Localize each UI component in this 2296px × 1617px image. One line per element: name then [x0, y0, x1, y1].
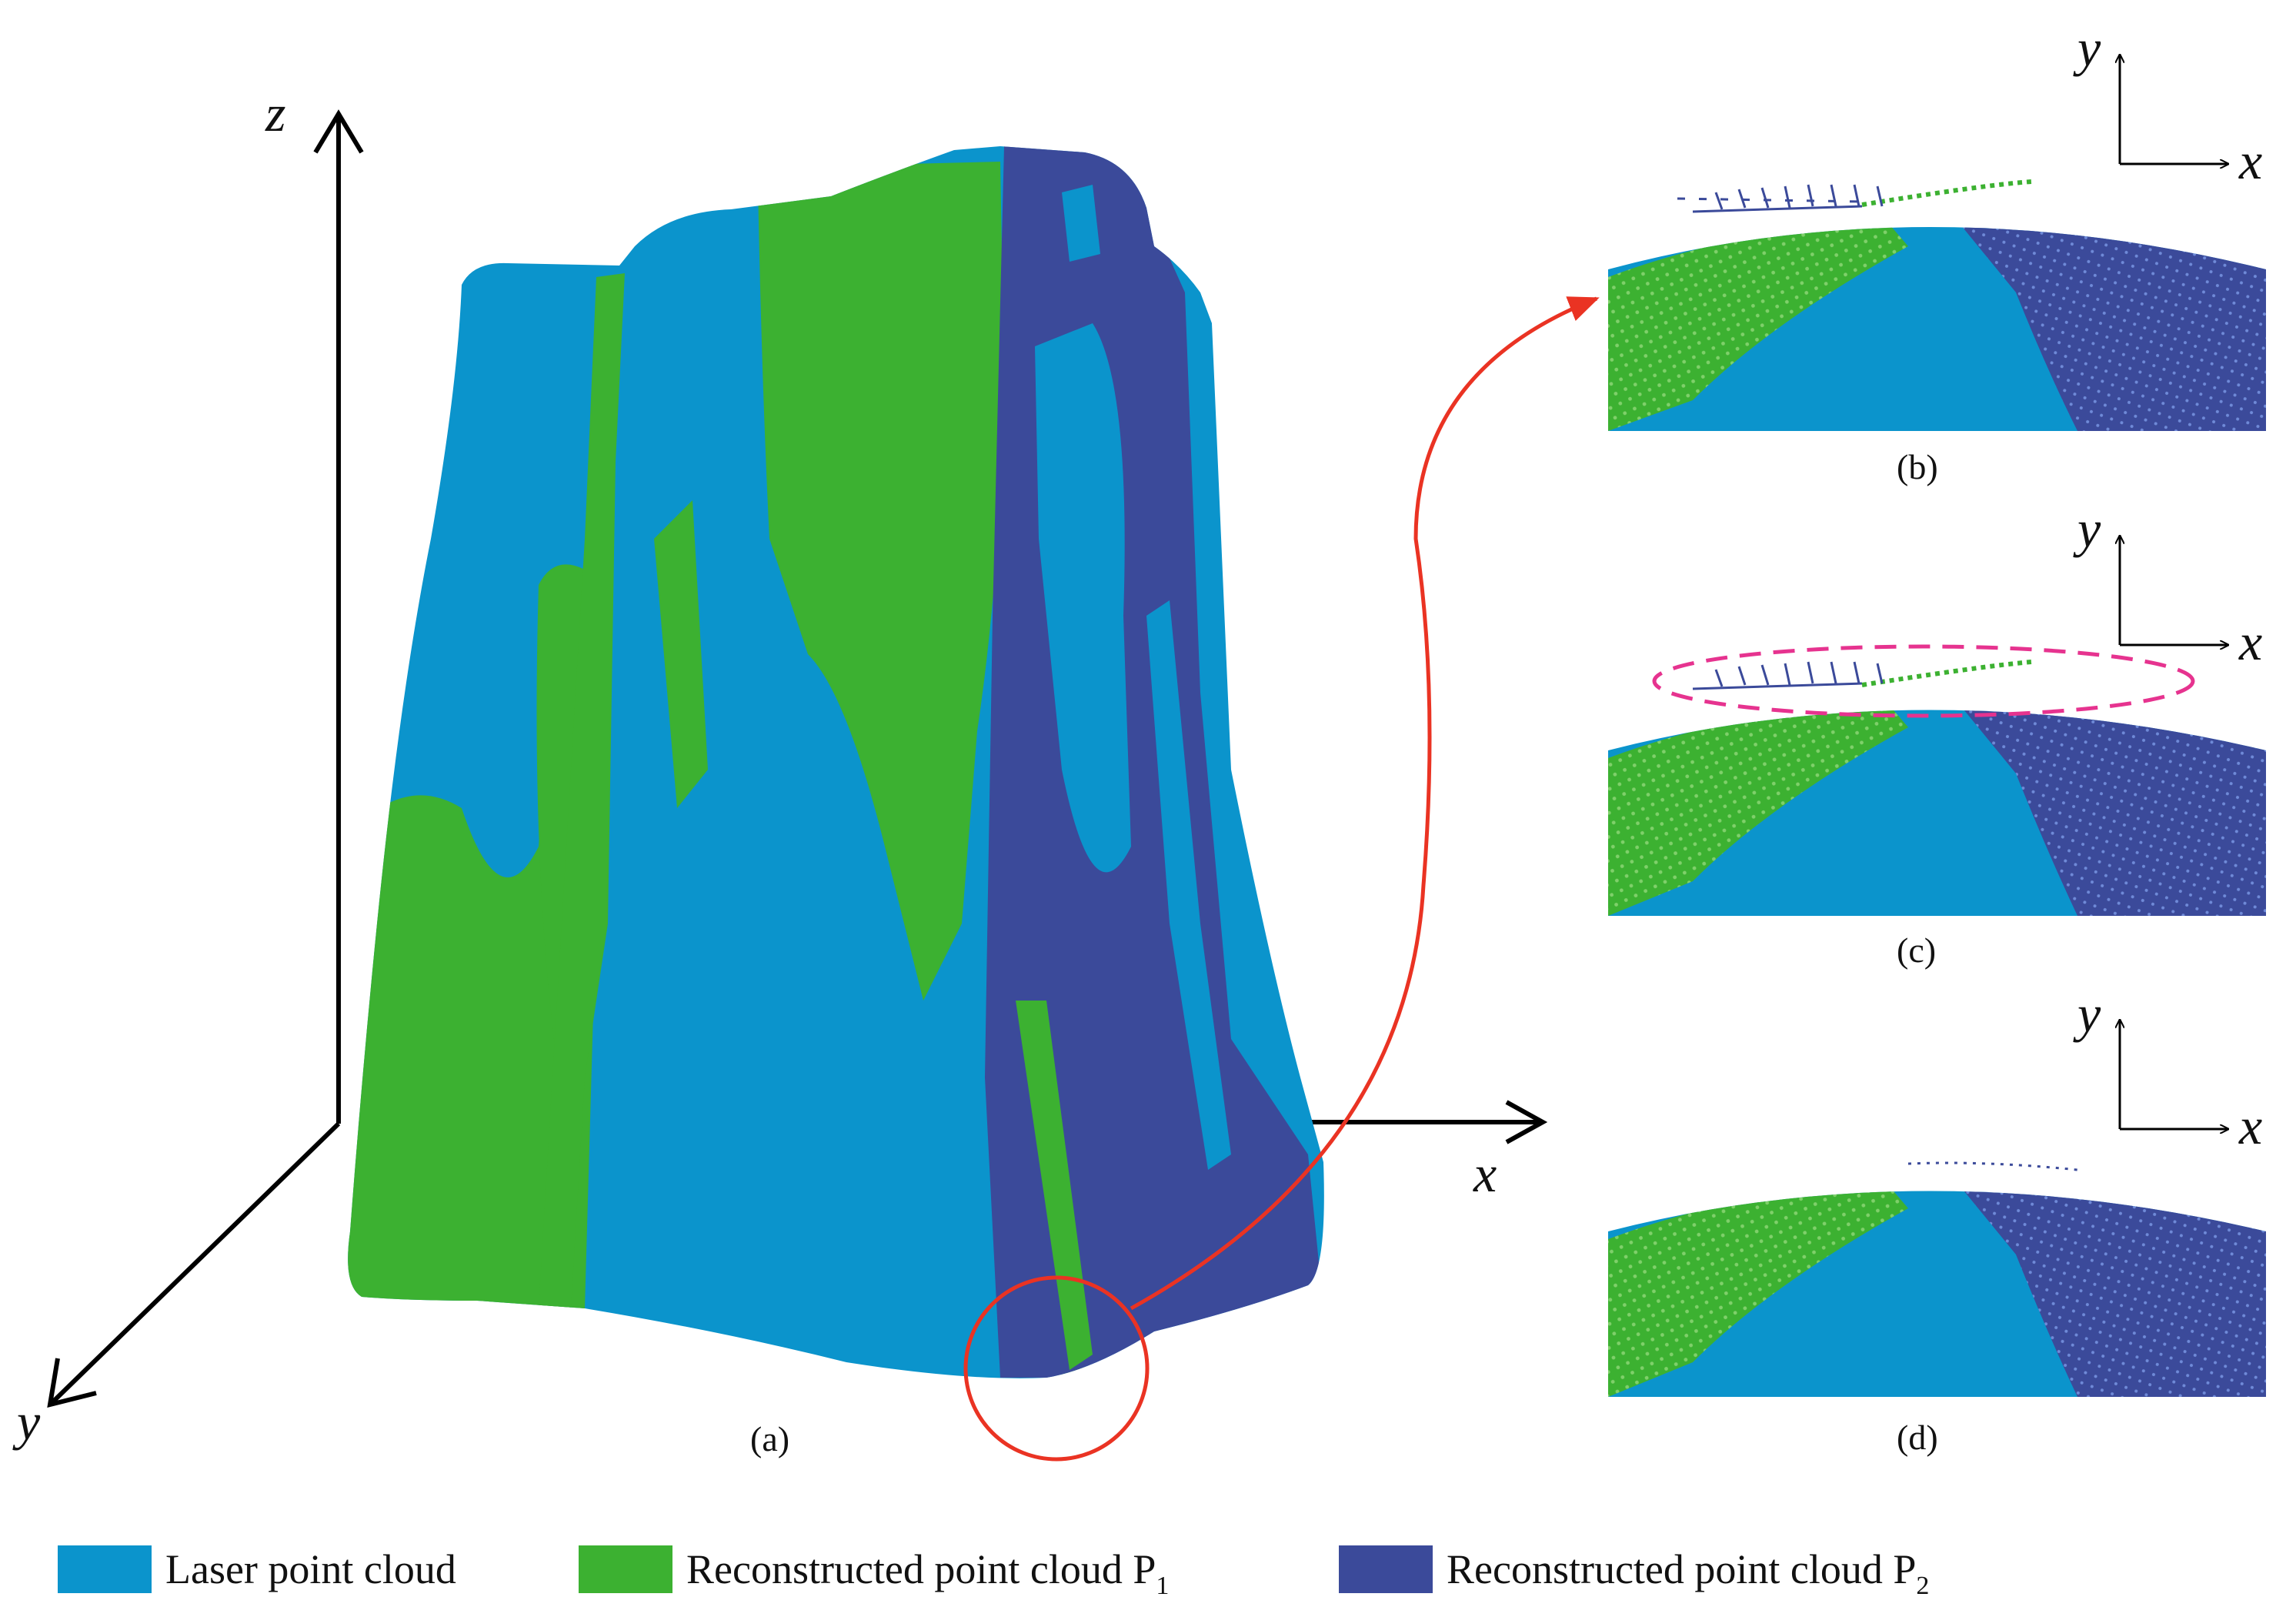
main-axes — [47, 109, 1548, 1408]
panel-c-blue-band — [1947, 710, 2266, 916]
y-axis — [48, 1121, 341, 1407]
panel-c-dashed-ellipse — [1652, 644, 2195, 718]
panel-label-c: (c) — [1897, 930, 1936, 970]
axis-label-z: z — [265, 84, 285, 142]
panel-c-green-band — [1608, 710, 1908, 916]
legend-swatch-p2 — [1339, 1545, 1433, 1593]
axis-label-x: x — [1473, 1144, 1497, 1203]
panel-d-green-band — [1608, 1191, 1908, 1397]
highlight-circle — [963, 1275, 1150, 1462]
panel-b-y-label: y — [2073, 18, 2101, 77]
panel-d-surface-points — [1907, 1161, 2078, 1171]
p1-region-strip — [539, 273, 625, 1308]
legend-label-p2: Reconstructed point cloud P2 — [1447, 1546, 1929, 1600]
legend-label-laser: Laser point cloud — [165, 1546, 456, 1592]
panel-c-surface-points — [1692, 660, 2032, 690]
panel-d-blue-band — [1947, 1191, 2266, 1397]
panel-c-x-label: x — [2238, 613, 2262, 671]
p1-region-center2 — [654, 500, 708, 808]
panel-label-a: (a) — [750, 1419, 789, 1458]
legend-swatch-laser — [58, 1545, 152, 1593]
legend: Laser point cloud Reconstructed point cl… — [58, 1545, 1929, 1600]
panel-b-blue-band — [1947, 227, 2266, 431]
panel-d-x-label: x — [2238, 1097, 2262, 1155]
legend-swatch-p1 — [579, 1545, 672, 1593]
pointer-arrow — [1130, 296, 1600, 1311]
panel-b-x-label: x — [2238, 132, 2262, 190]
panel-c-y-label: y — [2073, 499, 2101, 558]
p2-inner-light-3 — [1062, 185, 1100, 262]
axis-label-y: y — [12, 1392, 41, 1451]
panel-d-y-label: y — [2073, 984, 2101, 1043]
p1-region-center — [758, 162, 1004, 1001]
panel-b-surface-points — [1677, 179, 2032, 213]
p2-inner-light-1 — [1035, 323, 1131, 873]
rock-point-cloud — [348, 146, 1324, 1378]
p2-inner-light-2 — [1146, 600, 1231, 1170]
p2-region-right — [985, 146, 1323, 1378]
panel-label-b: (b) — [1897, 447, 1938, 486]
legend-label-p1: Reconstructed point cloud P1 — [686, 1546, 1169, 1600]
panel-b: y x (b) — [1608, 18, 2266, 486]
panel-label-d: (d) — [1897, 1418, 1938, 1457]
panel-c: y x (c) — [1608, 499, 2266, 970]
panel-b-green-band — [1608, 227, 1908, 431]
p1-region-left — [348, 577, 600, 1308]
panel-d: y x (d) — [1608, 984, 2266, 1457]
